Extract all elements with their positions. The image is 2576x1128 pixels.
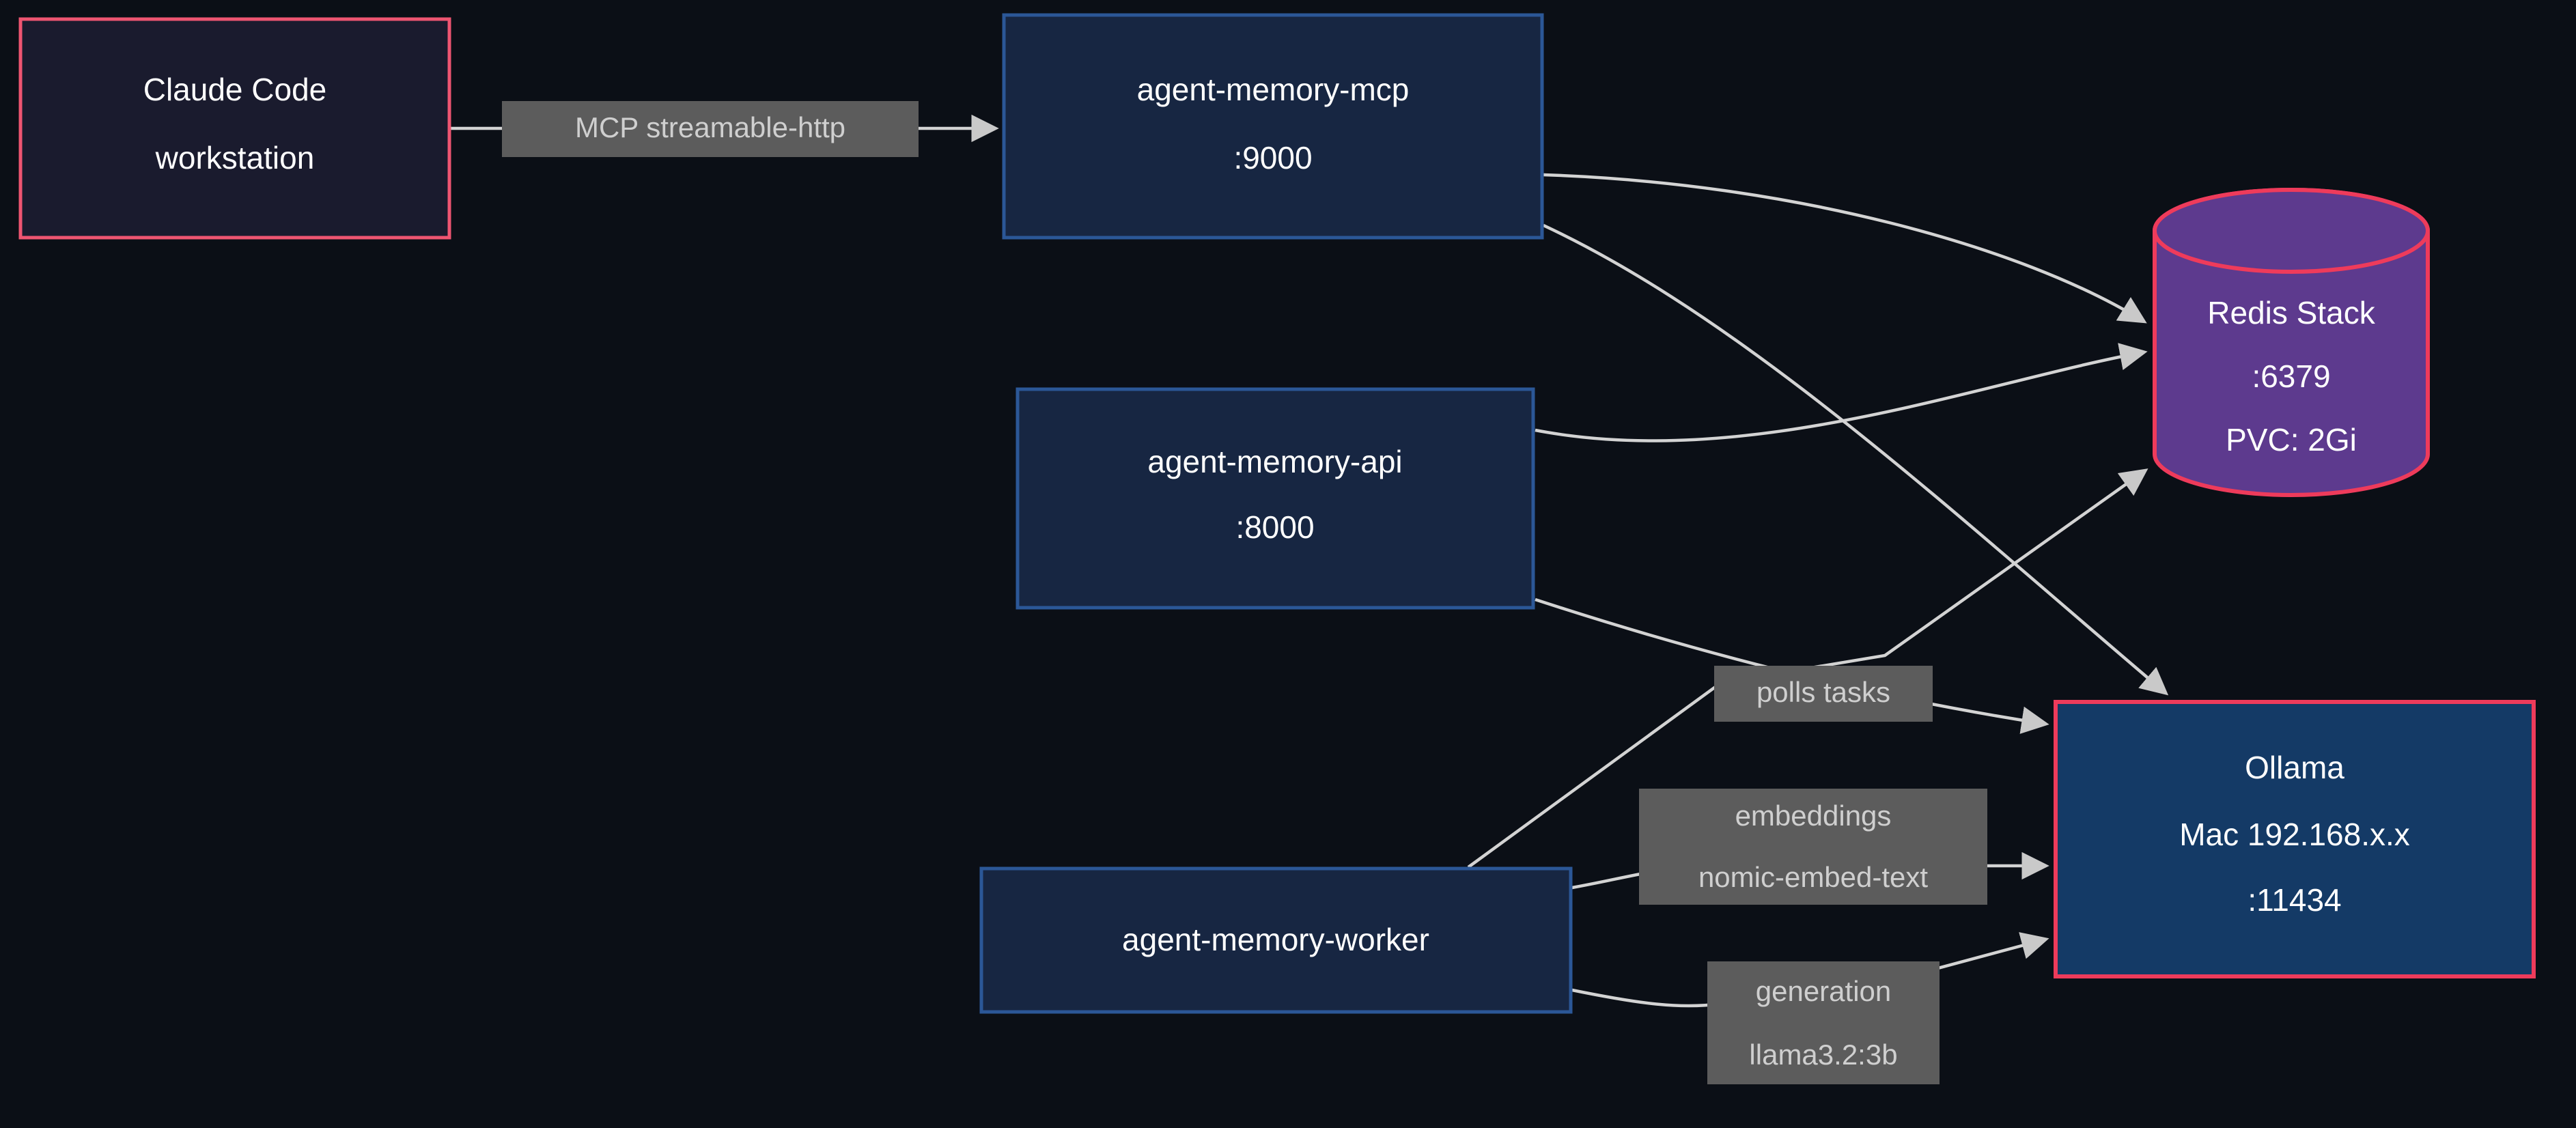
edge-label-mcp-text: MCP streamable-http xyxy=(575,111,845,143)
node-workstation-line-2: workstation xyxy=(155,140,315,175)
node-mcp-line-2: :9000 xyxy=(1233,140,1312,175)
node-ollama-line-2: Mac 192.168.x.x xyxy=(2179,817,2410,852)
node-ollama-line-3: :11434 xyxy=(2248,882,2341,918)
edge-label-llama-model-text: llama3.2:3b xyxy=(1749,1039,1897,1071)
edge-label-nomic-embed-text: nomic-embed-text xyxy=(1698,861,1928,893)
node-redis-stack[interactable]: Redis Stack :6379 PVC: 2Gi xyxy=(2153,188,2430,497)
edge-label-embeddings-text: embeddings xyxy=(1735,800,1892,832)
node-redis-line-2: :6379 xyxy=(2252,358,2330,394)
edge-label-polls-tasks: polls tasks xyxy=(1714,666,1933,722)
node-worker-box xyxy=(979,866,1573,1014)
edge-label-polls-tasks-text: polls tasks xyxy=(1756,676,1890,708)
edge-label-embeddings-bg xyxy=(1639,789,1987,905)
edge-label-mcp-streamable-http: MCP streamable-http xyxy=(502,101,919,157)
edge-label-polls-tasks-bg xyxy=(1714,666,1933,722)
node-agent-memory-mcp[interactable]: agent-memory-mcp :9000 xyxy=(1002,13,1544,240)
node-ollama-box xyxy=(2054,700,2536,978)
node-ollama[interactable]: Ollama Mac 192.168.x.x :11434 xyxy=(2054,700,2536,978)
node-redis-line-3: PVC: 2Gi xyxy=(2226,422,2357,457)
node-api-line-1: agent-memory-api xyxy=(1147,444,1402,479)
node-workstation-box xyxy=(18,17,451,240)
node-claude-code-workstation[interactable]: Claude Code workstation xyxy=(18,17,451,240)
edge-api-to-redis xyxy=(1535,343,2148,442)
node-mcp-line-1: agent-memory-mcp xyxy=(1137,72,1410,107)
node-api-line-2: :8000 xyxy=(1235,509,1314,545)
edge-label-mcp-bg xyxy=(502,101,919,157)
edge-label-embeddings-nomic: embeddings nomic-embed-text xyxy=(1639,789,1987,905)
edge-mcp-to-redis xyxy=(1543,173,2147,324)
node-workstation-line-1: Claude Code xyxy=(143,72,327,107)
node-agent-memory-api[interactable]: agent-memory-api :8000 xyxy=(1016,387,1535,610)
node-worker-line-1: agent-memory-worker xyxy=(1122,922,1429,957)
node-api-box xyxy=(1016,387,1535,610)
edge-label-generation-text: generation xyxy=(1756,975,1892,1007)
edge-mcp-to-ollama xyxy=(1543,223,2169,696)
node-layer: Claude Code workstation agent-memory-mcp… xyxy=(18,13,2536,1014)
node-mcp-box xyxy=(1002,13,1544,240)
node-redis-cylinder-top xyxy=(2153,188,2430,274)
edge-label-generation-bg xyxy=(1707,961,1940,1084)
node-redis-line-1: Redis Stack xyxy=(2207,295,2375,330)
node-ollama-line-1: Ollama xyxy=(2245,750,2344,785)
edge-label-generation-llama: generation llama3.2:3b xyxy=(1707,961,1940,1084)
node-agent-memory-worker[interactable]: agent-memory-worker xyxy=(979,866,1573,1014)
edge-label-layer: MCP streamable-http polls tasks embeddin… xyxy=(502,101,1987,1084)
